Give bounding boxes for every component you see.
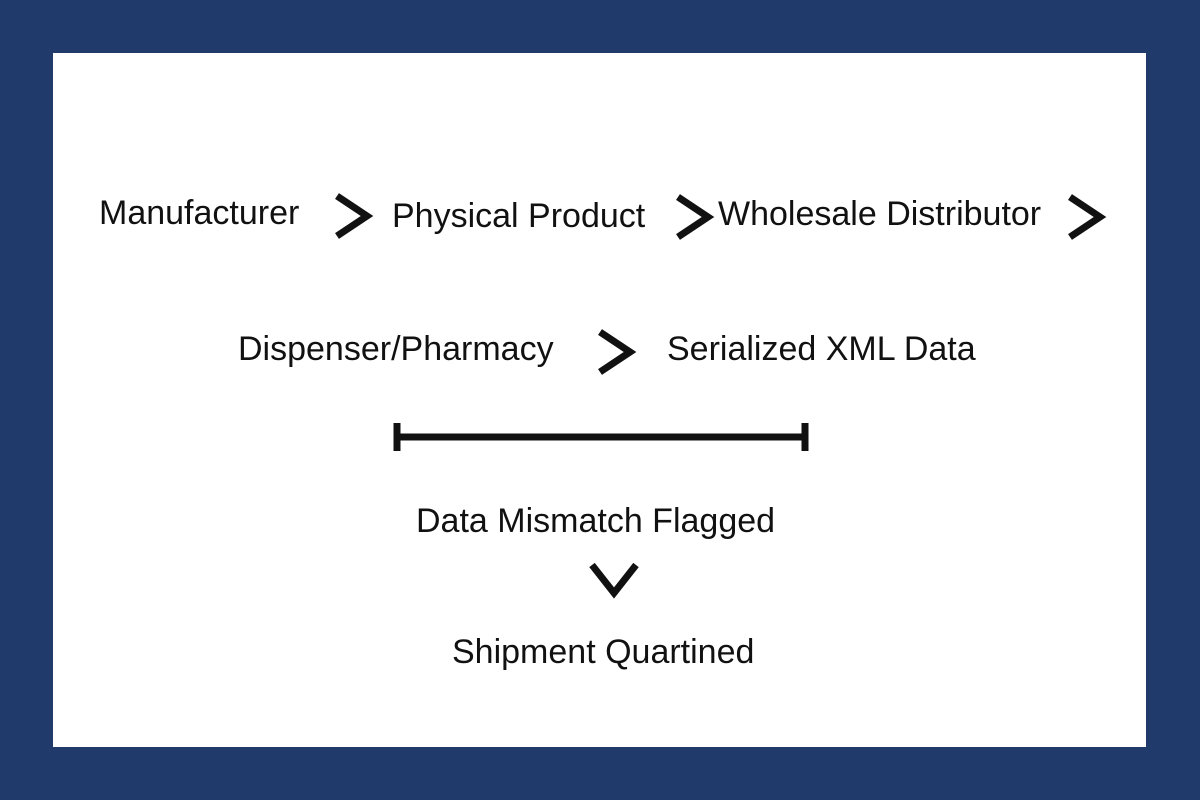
chevron-right-icon [676, 194, 715, 240]
chevron-right-icon [598, 329, 637, 375]
result-data-mismatch-flagged: Data Mismatch Flagged [416, 502, 776, 540]
node-physical-product: Physical Product [392, 197, 646, 235]
node-wholesale-distributor: Wholesale Distributor [718, 195, 1042, 233]
h-bracket-line [393, 423, 809, 451]
chevron-down-icon [589, 562, 639, 599]
node-dispenser-pharmacy: Dispenser/Pharmacy [238, 330, 554, 368]
diagram-panel [53, 53, 1146, 747]
node-serialized-xml-data: Serialized XML Data [667, 330, 976, 368]
result-shipment-quartined: Shipment Quartined [452, 633, 755, 671]
node-manufacturer: Manufacturer [99, 194, 300, 232]
chevron-right-icon [335, 193, 374, 239]
chevron-right-icon [1068, 194, 1107, 240]
